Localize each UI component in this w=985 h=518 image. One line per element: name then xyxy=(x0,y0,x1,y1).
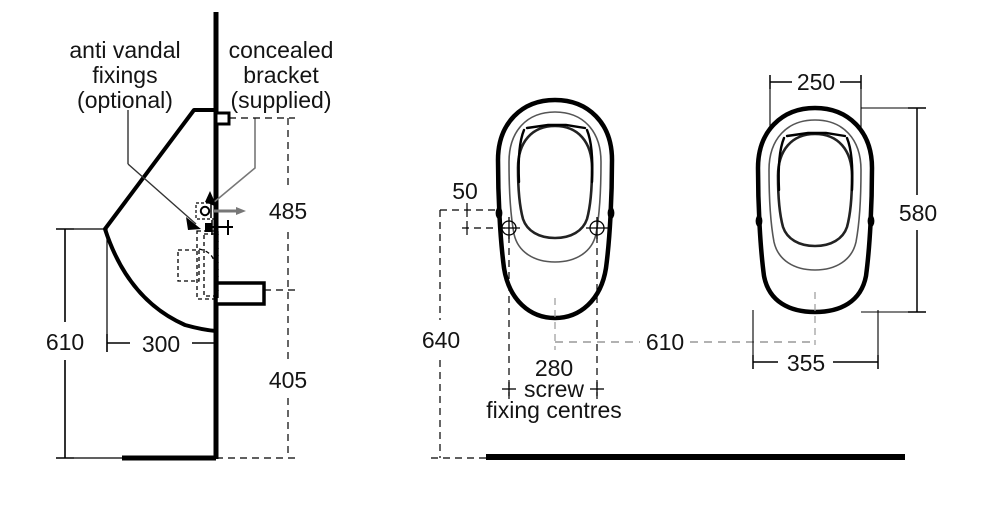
rim-top-front xyxy=(525,123,587,130)
bowl-outline-front xyxy=(495,97,615,321)
dim-405-label: 405 xyxy=(269,367,307,393)
rim-highlight-right-front xyxy=(585,128,594,184)
rim-highlight-right-plan xyxy=(845,136,854,192)
dim-50-label: 50 xyxy=(452,178,478,204)
dim-280-ticks xyxy=(502,382,604,396)
dim-300-label: 300 xyxy=(142,331,180,357)
bowl-bottom-curve-side xyxy=(103,227,218,333)
rim-highlight-left-plan xyxy=(777,136,786,192)
dim-610-front-label: 610 xyxy=(646,329,684,355)
concealed-bracket-leader xyxy=(205,118,256,207)
rim-top-plan xyxy=(785,131,847,138)
fixing-arrow-right xyxy=(213,207,246,215)
dim-250-label: 250 xyxy=(797,69,835,95)
concealed-bracket-label-line1: concealed xyxy=(229,37,334,63)
concealed-bracket-label-line2: bracket xyxy=(243,62,319,88)
hidden-internal-detail xyxy=(177,230,219,300)
screw-label: screw xyxy=(524,376,584,402)
dim-640-group xyxy=(431,210,487,459)
anti-vandal-label-line1: anti vandal xyxy=(69,37,180,63)
bowl-outline-plan xyxy=(755,105,875,315)
side-elevation-view: anti vandal fixings (optional) concealed… xyxy=(46,12,334,461)
anti-vandal-label-line3: (optional) xyxy=(77,87,173,113)
anti-vandal-fixing-symbol-2 xyxy=(205,220,233,235)
dim-610-side-group xyxy=(56,228,122,459)
anti-vandal-leader xyxy=(127,110,201,230)
fixing-lug-right-plan xyxy=(867,215,875,227)
dim-640-label: 640 xyxy=(422,327,460,353)
hidden-internal-curve xyxy=(198,248,216,269)
dim-610-side-label: 610 xyxy=(46,329,84,355)
waste-outlet-block xyxy=(214,281,266,306)
bowl-inner-rim-plan xyxy=(768,119,862,271)
dim-280-label: 280 xyxy=(535,355,573,381)
anti-vandal-fixing-symbol xyxy=(195,202,216,220)
dim-485-label: 485 xyxy=(269,198,307,224)
dim-50-group xyxy=(440,203,510,235)
front-elevation-view: 50 640 280 screw fixing centres 610 xyxy=(422,97,905,460)
dim-405-group xyxy=(216,292,300,459)
dim-485-group xyxy=(229,117,300,292)
dim-355-label: 355 xyxy=(787,350,825,376)
concealed-bracket-block xyxy=(214,111,231,126)
dim-355-group xyxy=(752,310,879,369)
plan-elevation-view: 250 580 355 xyxy=(752,69,937,376)
fixing-lug-right-front xyxy=(607,207,615,219)
concealed-bracket-label-line3: (supplied) xyxy=(231,87,332,113)
dim-580-group xyxy=(861,107,926,313)
screw-fixing-crosshair-right xyxy=(586,217,608,239)
fixing-centres-label: fixing centres xyxy=(486,397,622,423)
bowl-inner-rim-front xyxy=(508,111,602,263)
bowl-profile-side xyxy=(103,108,216,231)
rim-highlight-left-front xyxy=(517,128,526,184)
dim-580-label: 580 xyxy=(899,200,937,226)
fixing-lug-left-plan xyxy=(755,215,763,227)
anti-vandal-label-line2: fixings xyxy=(92,62,157,88)
dim-300-group xyxy=(106,229,216,352)
fixing-lug-left-front xyxy=(495,207,503,219)
